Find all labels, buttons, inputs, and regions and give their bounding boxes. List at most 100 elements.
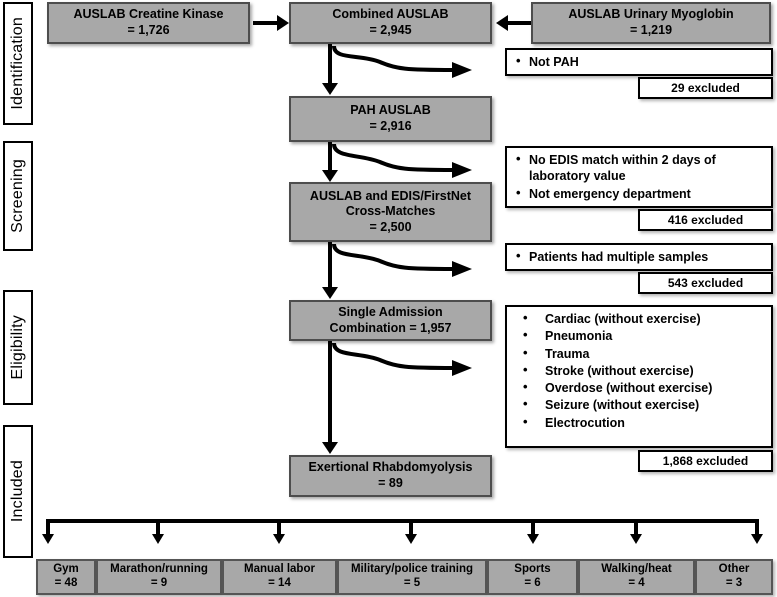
exclusion-reason: No EDIS match within 2 days of laborator… <box>516 151 765 185</box>
phase-label-included-text: Included <box>9 460 26 523</box>
category-value: = 3 <box>725 577 743 589</box>
connector-combined-to-pah <box>328 44 332 84</box>
category-label: Other <box>718 563 750 576</box>
exclusion-box-2-list: No EDIS match within 2 days of laborator… <box>507 148 771 207</box>
category-label: Gym <box>53 563 79 576</box>
phase-label-screening: Screening <box>3 141 33 251</box>
distribution-arrowhead-1 <box>42 534 54 544</box>
exclusion-reason: Pneumonia <box>523 327 765 344</box>
node-cross-matches-line2: Cross-Matches <box>345 204 436 219</box>
node-pah-auslab: PAH AUSLAB = 2,916 <box>289 96 492 142</box>
phase-label-screening-text: Screening <box>9 159 26 233</box>
category-value: = 6 <box>524 577 541 589</box>
phase-label-identification-text: Identification <box>9 17 26 110</box>
node-pah-auslab-line2: = 2,916 <box>369 119 412 133</box>
exclusion-reason: Electrocution <box>523 413 765 431</box>
node-single-admission-line1: Single Admission <box>338 304 443 319</box>
exclusion-reason: Overdose (without exercise) <box>523 379 765 396</box>
node-exertional-line2: = 89 <box>378 476 403 490</box>
node-combined-auslab-line2: = 2,945 <box>369 23 412 37</box>
category-box-military-police-training: Military/police training = 5 <box>337 559 487 595</box>
category-box-walking-heat: Walking/heat = 4 <box>578 559 695 595</box>
connector-ck-to-combined <box>253 21 279 25</box>
exclusion-box-2: No EDIS match within 2 days of laborator… <box>505 146 773 208</box>
distribution-arrowhead-3 <box>273 534 285 544</box>
distribution-stem-5 <box>531 519 535 535</box>
distribution-stem-1 <box>46 519 50 535</box>
distribution-arrowhead-6 <box>630 534 642 544</box>
squiggle-arrow-1 <box>332 45 472 78</box>
node-cross-matches: AUSLAB and EDIS/FirstNet Cross-Matches =… <box>289 182 492 242</box>
exclusion-count-3: 543 excluded <box>638 272 773 294</box>
category-value: = 9 <box>150 577 168 589</box>
exclusion-box-3-list: Patients had multiple samples <box>507 245 771 270</box>
exclusion-count-3-text: 543 excluded <box>667 276 744 290</box>
category-box-marathon-running: Marathon/running = 9 <box>96 559 222 595</box>
category-value: = 48 <box>54 577 78 589</box>
phase-label-identification: Identification <box>3 2 33 125</box>
node-exertional-rhabdomyolysis: Exertional Rhabdomyolysis = 89 <box>289 455 492 497</box>
distribution-arrowhead-4 <box>405 534 417 544</box>
phase-label-eligibility-text: Eligibility <box>9 315 26 380</box>
node-single-admission-line2: Combination = 1,957 <box>329 320 452 335</box>
squiggle-arrow-4 <box>332 342 472 376</box>
arrowhead-pah-to-crossmatch <box>322 170 338 182</box>
exclusion-box-3: Patients had multiple samples <box>505 243 773 271</box>
category-label: Military/police training <box>350 563 474 576</box>
category-value: = 4 <box>628 577 645 589</box>
arrowhead-combined-to-pah <box>322 83 338 95</box>
connector-single-to-exertional <box>328 341 332 443</box>
node-pah-auslab-line1: PAH AUSLAB <box>350 103 431 118</box>
exclusion-reason: Not emergency department <box>516 184 765 202</box>
category-box-sports: Sports = 6 <box>487 559 578 595</box>
arrowhead-um-to-combined <box>496 15 508 31</box>
node-creatine-kinase-line1: AUSLAB Creatine Kinase <box>73 7 224 22</box>
exclusion-box-1-list: Not PAH <box>507 50 771 75</box>
exclusion-box-1: Not PAH <box>505 48 773 76</box>
connector-crossmatch-to-single <box>328 242 332 288</box>
phase-label-included: Included <box>3 425 33 558</box>
exclusion-count-2-text: 416 excluded <box>667 213 744 227</box>
distribution-stem-7 <box>755 519 759 535</box>
category-value: = 14 <box>268 577 291 589</box>
exclusion-reason: Cardiac (without exercise) <box>523 310 765 327</box>
category-box-gym: Gym = 48 <box>36 559 96 595</box>
exclusion-reason: Patients had multiple samples <box>516 248 765 265</box>
phase-label-eligibility: Eligibility <box>3 290 33 405</box>
node-urinary-myoglobin: AUSLAB Urinary Myoglobin = 1,219 <box>531 2 771 44</box>
exclusion-count-1-text: 29 excluded <box>671 81 740 95</box>
arrowhead-crossmatch-to-single <box>322 287 338 299</box>
node-combined-auslab-line1: Combined AUSLAB <box>332 7 449 22</box>
exclusion-box-4: Cardiac (without exercise) Pneumonia Tra… <box>505 305 773 448</box>
category-label: Manual labor <box>244 563 315 576</box>
exclusion-count-1: 29 excluded <box>638 77 773 99</box>
connector-pah-to-crossmatch <box>328 142 332 172</box>
squiggle-arrow-3 <box>332 243 472 277</box>
distribution-stem-6 <box>634 519 638 535</box>
distribution-arrowhead-2 <box>152 534 164 544</box>
node-creatine-kinase: AUSLAB Creatine Kinase = 1,726 <box>47 2 250 44</box>
arrowhead-single-to-exertional <box>322 442 338 454</box>
node-combined-auslab: Combined AUSLAB = 2,945 <box>289 2 492 44</box>
node-urinary-myoglobin-line1: AUSLAB Urinary Myoglobin <box>568 7 734 22</box>
distribution-stem-4 <box>409 519 413 535</box>
exclusion-count-4: 1,868 excluded <box>638 450 773 472</box>
category-label: Walking/heat <box>601 563 672 576</box>
arrowhead-ck-to-combined <box>277 15 289 31</box>
category-box-other: Other = 3 <box>695 559 773 595</box>
category-label: Marathon/running <box>110 563 208 576</box>
connector-um-to-combined <box>506 21 532 25</box>
distribution-stem-2 <box>156 519 160 535</box>
exclusion-reason: Trauma <box>523 344 765 362</box>
category-label: Sports <box>514 563 551 576</box>
node-single-admission: Single Admission Combination = 1,957 <box>289 300 492 341</box>
node-creatine-kinase-line2: = 1,726 <box>127 23 170 37</box>
node-exertional-line1: Exertional Rhabdomyolysis <box>308 460 473 475</box>
distribution-arrowhead-5 <box>527 534 539 544</box>
node-urinary-myoglobin-line2: = 1,219 <box>629 23 673 37</box>
squiggle-arrow-2 <box>332 143 472 178</box>
exclusion-reason: Stroke (without exercise) <box>523 362 765 379</box>
exclusion-box-4-list: Cardiac (without exercise) Pneumonia Tra… <box>507 307 771 436</box>
exclusion-count-2: 416 excluded <box>638 209 773 231</box>
